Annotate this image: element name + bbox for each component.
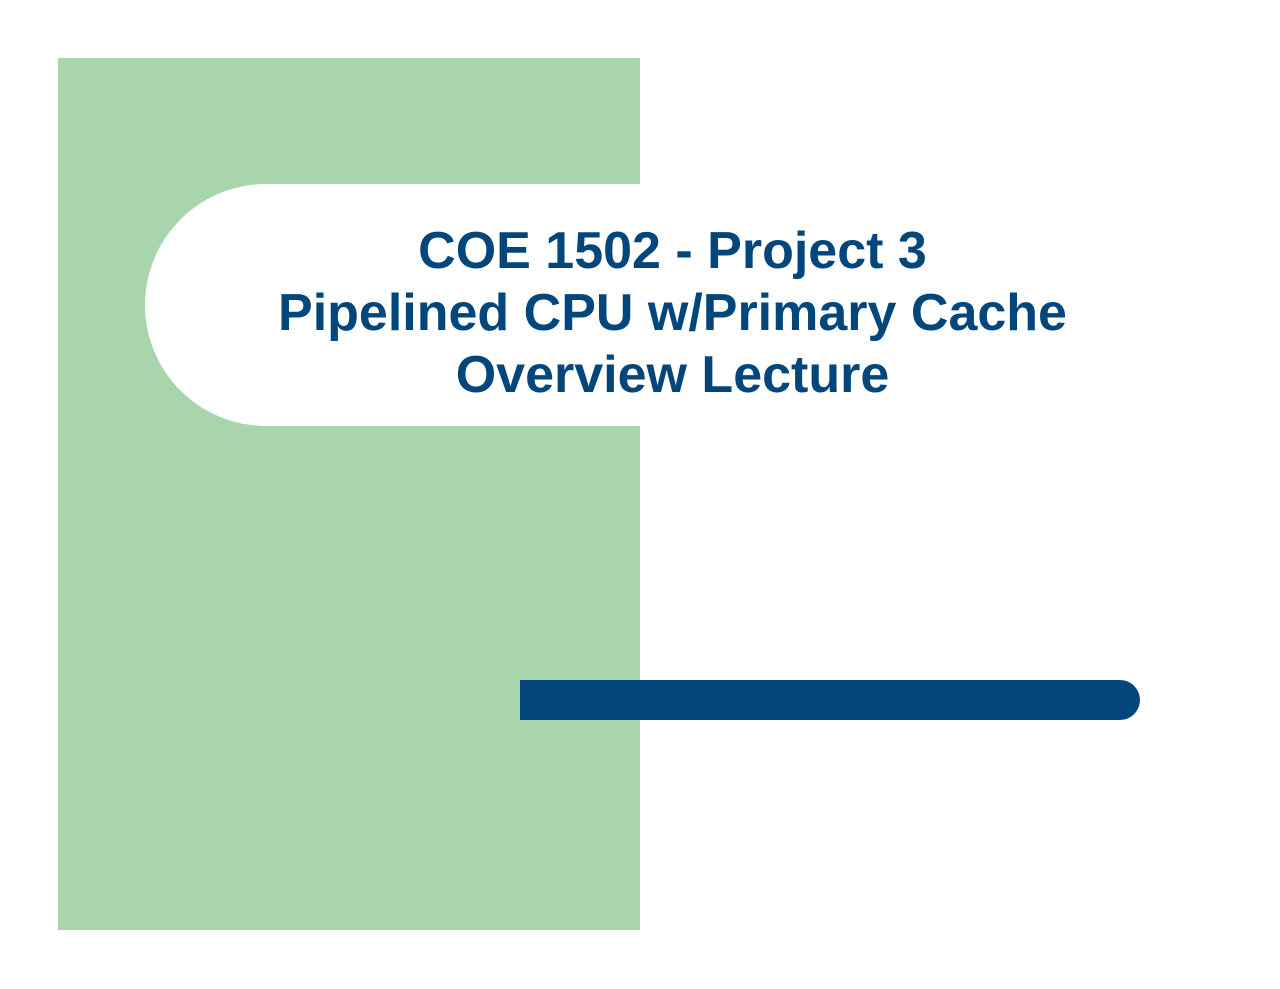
title-line-subtitle: Overview Lecture	[455, 346, 890, 404]
title-line-course: COE 1502 - Project 3	[418, 222, 927, 280]
accent-bar	[520, 680, 1140, 720]
title-pill-shape	[145, 184, 640, 426]
slide-title: COE 1502 - Project 3 Pipelined CPU w/Pri…	[200, 220, 1145, 406]
title-line-topic: Pipelined CPU w/Primary Cache	[278, 284, 1067, 342]
